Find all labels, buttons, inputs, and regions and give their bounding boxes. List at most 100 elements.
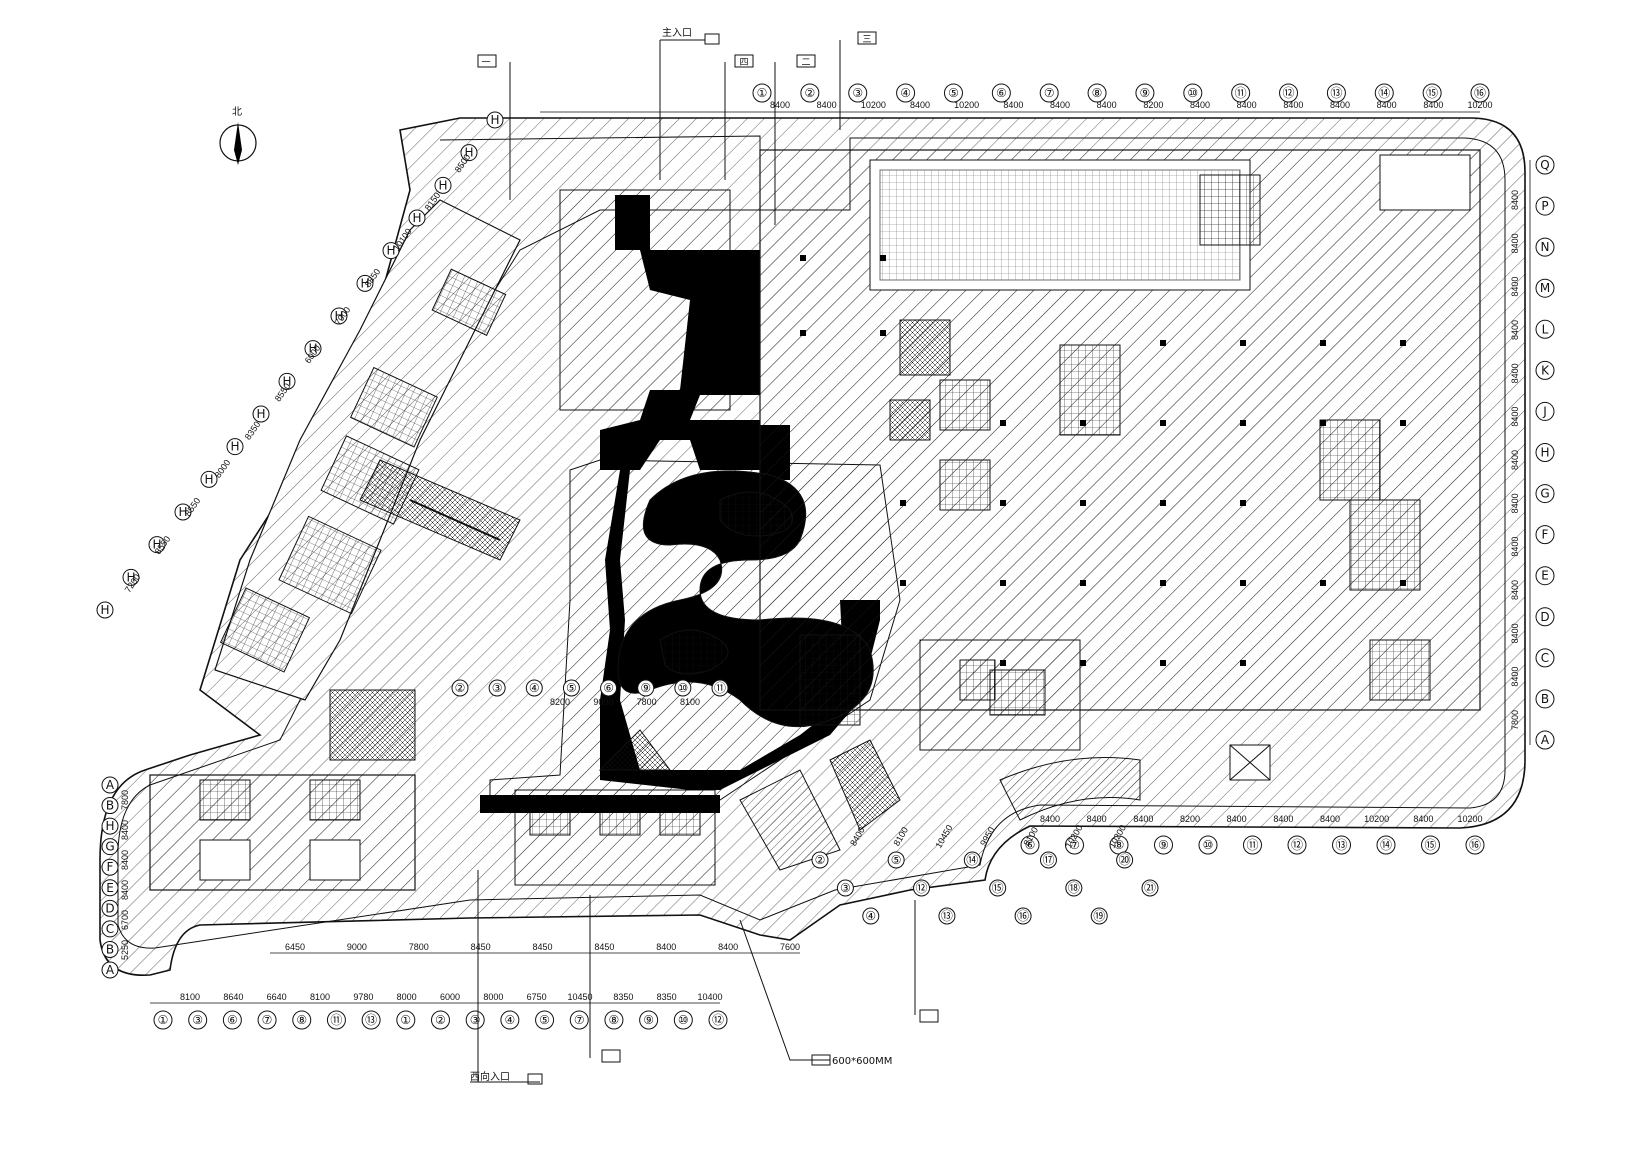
dimension-label: 8100 [310, 992, 330, 1002]
axis-bubble: ⑫ [913, 879, 931, 897]
axis-bubble: C [101, 920, 119, 938]
axis-bubble: H [486, 111, 504, 129]
axis-label: ⑦ [1069, 838, 1080, 852]
axis-bubble: ⑮ [1422, 83, 1442, 103]
dimension-label: 8400 [656, 942, 676, 952]
axis-label: ③ [192, 1013, 203, 1027]
axis-bubble: H [408, 209, 426, 227]
axis-bubble: D [1535, 607, 1555, 627]
axis-bubble: ④ [896, 83, 916, 103]
axis-label: K [1541, 363, 1550, 377]
axis-label: ⑧ [609, 1013, 620, 1027]
dimension-label: 8350 [243, 419, 263, 441]
axis-bubble: ⑧ [604, 1010, 624, 1030]
axis-bubble: A [101, 961, 119, 979]
dimension-label: 9000 [593, 697, 613, 707]
axis-label: F [107, 860, 114, 874]
dimension-label: 6450 [285, 942, 305, 952]
axis-label: ⑤ [566, 681, 577, 695]
dimension-label: 8400 [817, 100, 837, 110]
axis-label: ② [804, 86, 815, 100]
axis-label: ④ [865, 909, 876, 923]
axis-bubble: ⑦ [1065, 835, 1084, 855]
axis-label: ⑤ [948, 86, 959, 100]
axis-label: ⑥ [603, 681, 614, 695]
axis-label: ⑱ [1068, 881, 1080, 895]
dimension-label: 8100 [180, 992, 200, 1002]
axis-bubble: ③ [465, 1010, 485, 1030]
axis-bubble: ① [396, 1010, 416, 1030]
axis-bubble: ⑦ [569, 1010, 589, 1030]
axis-bubble: ③ [848, 83, 868, 103]
axis-bubble: ⑤ [943, 83, 963, 103]
axis-label: ⑬ [365, 1013, 377, 1027]
dimension-label: 8400 [120, 850, 130, 870]
axis-bubble: H [226, 438, 244, 456]
tile-note-callout: 600*600MM [739, 919, 892, 1067]
northwest-wing [214, 199, 521, 701]
dimension-label: 8400 [1510, 277, 1520, 297]
dimension-label: 8400 [1413, 814, 1433, 824]
axis-label: A [106, 963, 115, 977]
dimension-label: 8400 [910, 100, 930, 110]
axis-bubble: ⑯ [1465, 835, 1485, 855]
dimension-label: 8400 [1003, 100, 1023, 110]
axis-bubble: B [101, 797, 119, 815]
axis-bubble: ⑥ [222, 1010, 242, 1030]
axis-label: H [386, 244, 395, 258]
axis-bubble: H [148, 536, 166, 554]
north-arrow: 北 [219, 106, 257, 165]
axis-label: C [1541, 651, 1549, 665]
dimension-label: 8200 [550, 697, 570, 707]
axis-bubble: ⑮ [1421, 835, 1440, 855]
axis-bubble: ⑧ [292, 1010, 312, 1030]
axis-label: ⑫ [1291, 838, 1303, 852]
axis-label: ⑬ [1330, 86, 1342, 100]
axis-bubble: ⑤ [887, 851, 905, 869]
axis-label: ② [815, 853, 826, 867]
axis-bubble: ③ [488, 679, 506, 697]
axis-label: ⑳ [1119, 853, 1131, 867]
axis-bubble: ⑩ [673, 1010, 693, 1030]
axis-bubble: B [1535, 689, 1555, 709]
dimension-label: 8400 [1227, 814, 1247, 824]
axis-label: ⑨ [1158, 838, 1169, 852]
section-callouts [477, 31, 939, 1063]
dimension-label: 8200 [1143, 100, 1163, 110]
axis-label: ⑬ [941, 909, 953, 923]
axis-bubble: ⑰ [1039, 851, 1057, 869]
axis-label: H [334, 309, 343, 323]
axis-bubble: ⑬ [938, 907, 956, 925]
dimension-label: 10200 [861, 100, 886, 110]
axis-bubble: ⑳ [1116, 851, 1134, 869]
axis-label: E [1541, 569, 1549, 583]
dimension-label: 8400 [1510, 580, 1520, 600]
dimension-label: 8640 [223, 992, 243, 1002]
axis-bubble: ④ [500, 1010, 520, 1030]
axis-label: H [360, 276, 369, 290]
axis-label: ⑪ [714, 681, 726, 695]
axis-bubble: ⑪ [326, 1010, 346, 1030]
axis-label: ⑥ [996, 86, 1007, 100]
dimension-label: 7800 [120, 790, 130, 810]
dimension-label: 8350 [613, 992, 633, 1002]
axis-label: ⑩ [677, 681, 688, 695]
axis-bubble: A [1535, 730, 1555, 750]
axis-bubble: ⑥ [600, 679, 618, 697]
main-entrance-callout: 主入口 [659, 27, 720, 180]
dimension-label: 8400 [120, 820, 130, 840]
axis-bubble: H [304, 340, 322, 358]
dimension-label: 8350 [657, 992, 677, 1002]
axis-label: ⑧ [1092, 86, 1103, 100]
dimension-label: 8400 [1097, 100, 1117, 110]
axis-bubble: ⑤ [562, 679, 580, 697]
axis-bubble: ⑤ [535, 1010, 555, 1030]
axis-label: ⑲ [1093, 909, 1105, 923]
axis-label: ⑦ [574, 1013, 585, 1027]
axis-bubble: ① [752, 83, 772, 103]
